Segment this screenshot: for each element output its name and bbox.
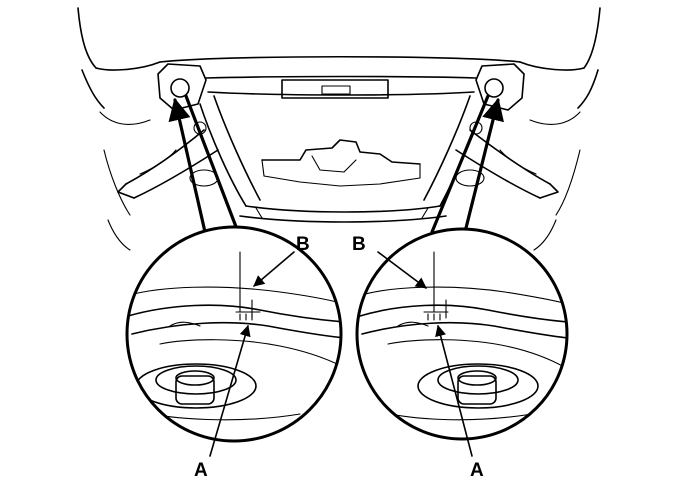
callout-label-left-a: A <box>194 460 208 481</box>
callout-arrow-left-b <box>253 251 295 287</box>
callout-arrow-right-a <box>435 324 473 457</box>
callout-arrow-left-a <box>209 324 251 457</box>
callout-arrows <box>209 251 473 457</box>
leader-line-right-outer <box>463 97 504 234</box>
callout-label-right-b: B <box>352 234 366 255</box>
callout-label-right-a: A <box>470 460 484 481</box>
callout-label-left-b: B <box>296 234 310 255</box>
leader-lines <box>168 94 504 234</box>
detail-view-right <box>355 227 569 441</box>
leader-line-right-inner <box>430 94 490 234</box>
leader-line-left-outer <box>168 97 207 234</box>
callout-arrow-right-b <box>377 251 427 289</box>
detail-view-left <box>125 225 343 443</box>
leader-line-left-inner <box>184 94 240 234</box>
vehicle-body <box>77 7 601 251</box>
